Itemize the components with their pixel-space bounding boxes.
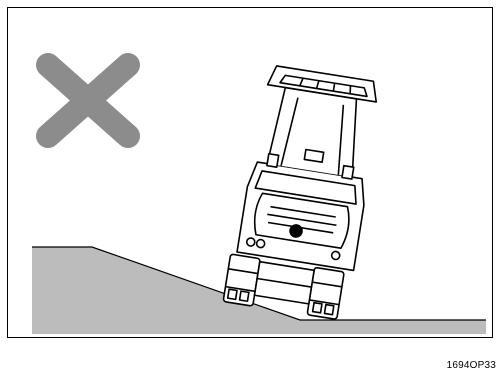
excavator (222, 65, 378, 320)
cross-x-icon (36, 53, 140, 148)
slope (32, 246, 486, 334)
figure-code: 1694OP33 (446, 360, 496, 371)
